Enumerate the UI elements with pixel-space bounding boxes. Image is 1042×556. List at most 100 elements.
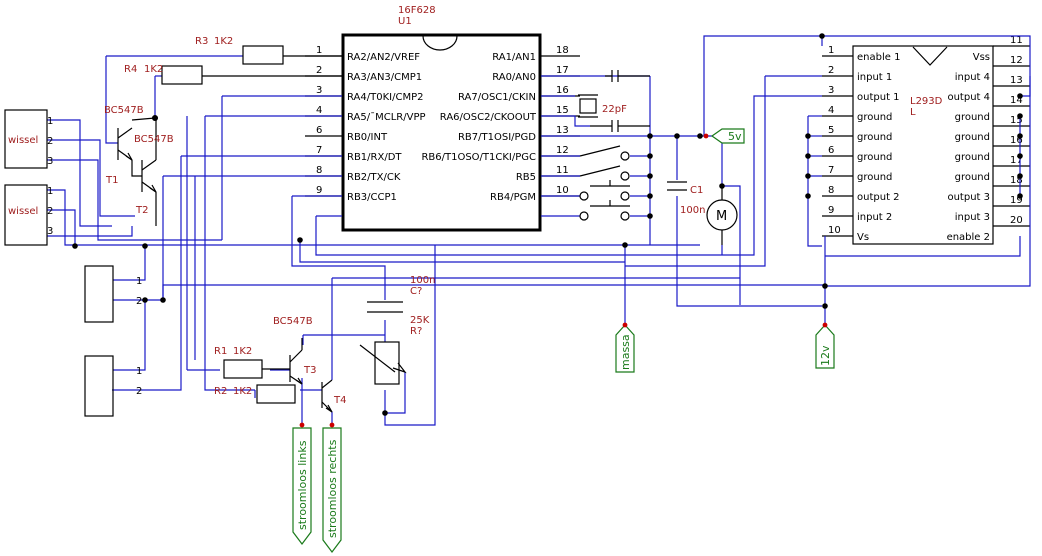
- l293d-pin-number: 10: [828, 225, 841, 236]
- junction-dot: [1017, 93, 1023, 99]
- connector-wissel-2: wissel 1 2 3: [4, 184, 53, 246]
- l293d-pin-number: 4: [828, 105, 834, 116]
- junction-dot: [72, 243, 78, 249]
- junction-dot: [297, 237, 303, 243]
- svg-text:1: 1: [47, 186, 53, 197]
- junction-dot: [647, 153, 653, 159]
- pic-pin-name: RB1/RX/DT: [347, 152, 402, 163]
- l293d-pin-name: enable 2: [947, 232, 990, 243]
- l293d-ref: L: [910, 107, 916, 118]
- pic-pin-number: 4: [316, 105, 322, 116]
- junction-dot: [152, 115, 158, 121]
- junction-dot: [647, 133, 653, 139]
- svg-text:3: 3: [47, 156, 53, 167]
- pic-pin-name: RA4/T0KI/CMP2: [347, 92, 423, 103]
- junction-dot: [822, 303, 828, 309]
- l293d-pin-name: output 4: [947, 92, 990, 103]
- pic-pin-number: 17: [556, 65, 569, 76]
- l293d-pin-number: 15: [1010, 115, 1023, 126]
- pic-pin-name: RB3/CCP1: [347, 192, 397, 203]
- svg-text:R2: R2: [214, 386, 227, 397]
- junction-dot: [142, 297, 148, 303]
- l293d-pin-name: ground: [857, 112, 892, 123]
- l293d-pin-number: 12: [1010, 55, 1023, 66]
- l293d-pin-name: output 2: [857, 192, 900, 203]
- svg-text:T4: T4: [333, 395, 346, 406]
- junction-dot: [1017, 153, 1023, 159]
- svg-text:2: 2: [47, 206, 53, 217]
- svg-text:M: M: [716, 209, 727, 224]
- l293d-pin-name: input 3: [955, 212, 990, 223]
- l293d-value: L293D: [910, 96, 943, 107]
- pic-pin-name: RB4/PGM: [490, 192, 536, 203]
- pic-pin-number: 8: [316, 165, 322, 176]
- l293d-pin-number: 17: [1010, 155, 1023, 166]
- junction-dot: [647, 193, 653, 199]
- pic-pin-number: 18: [556, 45, 569, 56]
- l293d-pin-name: output 1: [857, 92, 900, 103]
- motor: M: [706, 186, 738, 245]
- junction-dot: [622, 242, 628, 248]
- l293d-pin-number: 18: [1010, 175, 1023, 186]
- resistor-r1: R1 1K2: [214, 346, 263, 379]
- resistor-r3: R3 1K2: [195, 36, 342, 65]
- connector-wissel-1: wissel 1 2 3: [4, 109, 53, 169]
- pic-pin-name: RB5: [516, 172, 536, 183]
- pic-value: 16F628: [398, 5, 436, 16]
- capacitor-cq: 100n C?: [367, 275, 435, 313]
- svg-text:3: 3: [47, 226, 53, 237]
- l293d-pin-number: 6: [828, 145, 834, 156]
- junction-dot: [697, 133, 703, 139]
- junction-dot: [805, 193, 811, 199]
- connector-block-1: 1 2: [84, 265, 142, 323]
- junction-dot: [1017, 133, 1023, 139]
- svg-text:2: 2: [136, 296, 142, 307]
- tag-5v: 5v: [710, 128, 745, 144]
- svg-text:wissel: wissel: [8, 206, 38, 217]
- l293d-pin-number: 16: [1010, 135, 1023, 146]
- l293d-pin-number: 20: [1010, 215, 1023, 226]
- net-dot: [703, 133, 709, 139]
- pic-pin-number: 10: [556, 185, 569, 196]
- svg-text:1K2: 1K2: [233, 346, 252, 357]
- l293d-pin-number: 19: [1010, 195, 1023, 206]
- tag-massa: massa: [615, 324, 635, 373]
- tag-stroomloos-links: stroomloos links: [292, 427, 312, 545]
- svg-text:T1: T1: [105, 175, 118, 186]
- l293d-pin-number: 1: [828, 45, 834, 56]
- pic-pin-name: RB0/INT: [347, 132, 388, 143]
- l293d-pin-name: ground: [955, 172, 990, 183]
- pic-pin-number: 15: [556, 105, 569, 116]
- l293d-pin-number: 2: [828, 65, 834, 76]
- pic-pin-number: 16: [556, 85, 569, 96]
- l293d-notch: [912, 46, 948, 66]
- svg-text:2: 2: [136, 386, 142, 397]
- l293d-pin-number: 13: [1010, 75, 1023, 86]
- l293d-pin-name: output 3: [947, 192, 990, 203]
- pic-pin-name: RB7/T1OSI/PGD: [458, 132, 536, 143]
- junction-dot: [822, 283, 828, 289]
- l293d-pin-name: input 4: [955, 72, 990, 83]
- l293d-pin-name: input 1: [857, 72, 892, 83]
- pic-pin-number: 6: [316, 125, 322, 136]
- l293d-pin-name: ground: [955, 112, 990, 123]
- connector-block-2: 1 2: [84, 355, 142, 417]
- svg-text:stroomloos links: stroomloos links: [296, 440, 309, 530]
- svg-text:C1: C1: [690, 185, 703, 196]
- svg-text:R3: R3: [195, 36, 208, 47]
- net-dot: [329, 422, 335, 428]
- crystal: 22pF: [578, 70, 650, 132]
- net-dot: [822, 322, 828, 328]
- l293d-pin-name: ground: [955, 152, 990, 163]
- l293d-pin-number: 14: [1010, 95, 1023, 106]
- l293d-pin-name: enable 1: [857, 52, 900, 63]
- switches: [579, 145, 630, 221]
- l293d-pin-number: 7: [828, 165, 834, 176]
- l293d-pin-name: ground: [857, 152, 892, 163]
- svg-text:1: 1: [136, 366, 142, 377]
- pic-pin-name: RA6/OSC2/CKOOUT: [440, 112, 537, 123]
- pic-pin-name: RA7/OSC1/CKIN: [458, 92, 536, 103]
- transistor-t2: BC547B T2: [131, 120, 174, 226]
- pic-pin-number: 13: [556, 125, 569, 136]
- pic-pin-number: 12: [556, 145, 569, 156]
